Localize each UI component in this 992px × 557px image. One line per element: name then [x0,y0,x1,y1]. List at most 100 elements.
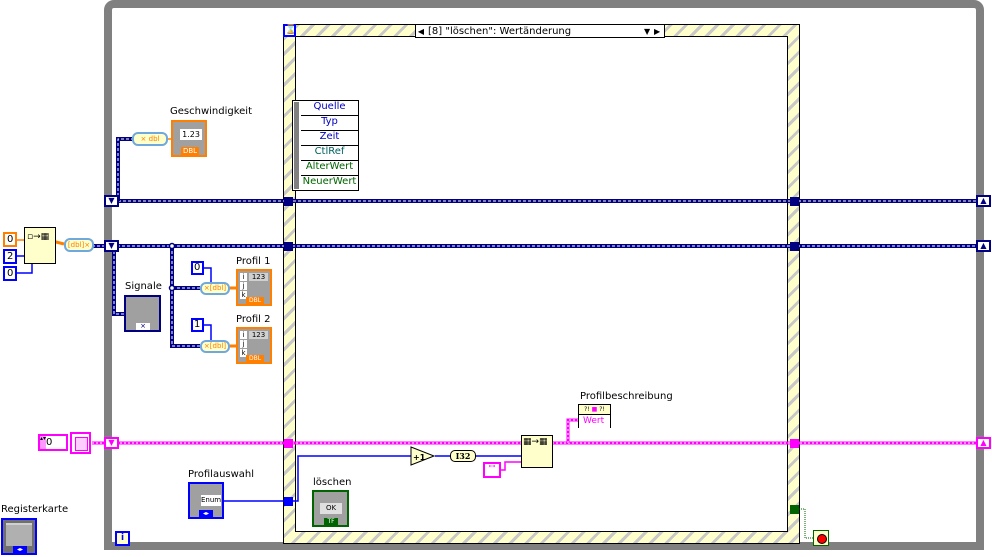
wire-to-signale[interactable] [112,246,126,316]
iteration-terminal: i [115,531,130,546]
to-i32-node[interactable]: I32 [450,450,476,462]
wire-index-1[interactable] [203,324,212,341]
shift-register-right-lower[interactable]: ▲ [976,240,991,252]
signale-indicator[interactable]: ⨯ [124,295,161,332]
loeschen-control[interactable]: OK TF [312,490,349,527]
tunnel-lower-right[interactable] [790,242,799,251]
case-dropdown-icon[interactable]: ▼ [644,26,651,36]
shift-register-left-string[interactable]: ▼ [104,437,119,449]
profilauswahl-enum-icon: ◂▸ [199,510,213,517]
initialize-array-icon: ▫→▦ [27,232,50,242]
property-node-wert[interactable]: Wert [579,415,610,428]
profil2-index-k: k [240,349,247,357]
profil2-index-j: j [240,340,247,348]
geschwindigkeit-display: 1.23 [180,129,202,140]
wire-to-profile-unbundles[interactable] [168,242,201,348]
tunnel-enum-left[interactable] [284,497,293,506]
const-dim-size-1[interactable]: 2 [3,249,17,264]
registerkarte-control[interactable]: ◂▸ [1,518,37,555]
index-const-profil2[interactable]: 1 [191,318,204,332]
wire-const-0b[interactable] [15,262,33,274]
while-loop-frame[interactable] [104,0,984,550]
replace-array-subset-node[interactable]: ▦→▦ [521,435,553,468]
index-const-profil1[interactable]: 0 [191,261,204,275]
event-field-alterwert[interactable]: AlterWert [301,161,358,176]
string-array-index-value: 0 [46,437,53,448]
const-init-value[interactable]: 0 [3,232,17,247]
loeschen-display: OK [320,503,342,514]
loeschen-label: löschen [313,477,352,488]
profil1-label: Profil 1 [236,256,271,267]
profil1-display: 123 [249,273,268,281]
event-data-node-handle [294,102,299,189]
wire-index-0[interactable] [203,267,212,283]
replace-array-icon: ▦→▦ [523,437,548,447]
shift-register-left-upper[interactable]: ▼ [104,195,119,207]
string-array-const[interactable] [70,432,91,454]
profil2-label: Profil 2 [236,314,271,325]
profilbeschreibung-label: Profilbeschreibung [580,391,673,402]
profil2-display: 123 [249,331,268,339]
profil2-indicator[interactable]: i j k 123 DBL [236,327,272,364]
profil2-index-i: i [240,331,247,339]
event-field-neuerwert[interactable]: NeuerWert [302,176,357,187]
string-array-element [75,437,88,451]
event-data-node[interactable]: Quelle Typ Zeit CtlRef AlterWert NeuerWe… [292,100,359,191]
profil2-type: DBL [246,355,264,362]
unbundle-geschwindigkeit[interactable]: ⨯ dbl [132,132,168,146]
profilauswahl-label: Profilauswahl [188,469,255,480]
loeschen-type: TF [324,518,338,525]
increment-node[interactable]: +1 [410,446,436,466]
event-field-quelle[interactable]: Quelle [301,101,358,116]
event-case-selector[interactable]: ◀ [8] "löschen": Wertänderung ▼ ▶ [415,24,665,38]
const-dim-size-2[interactable]: 0 [3,266,17,281]
registerkarte-tab-icon [6,523,32,546]
increment-label: +1 [413,453,426,462]
geschwindigkeit-indicator[interactable]: 1.23 DBL [171,120,207,157]
index-spinner-icon[interactable]: ▴▾ [40,436,46,449]
unbundle-index-profil1[interactable]: ⨯[dbl] [200,282,230,295]
tunnel-string-left[interactable] [284,439,293,448]
bundle-node[interactable]: [dbl]⨯ [64,238,94,252]
profilbeschreibung-property-node[interactable]: ?! ■ ?! Wert [578,404,611,428]
string-array-index-const[interactable]: ▴▾0 [38,434,68,451]
property-node-header: ?! ■ ?! [579,405,610,415]
profil1-index-i: i [240,273,247,281]
tunnel-upper-right[interactable] [790,197,799,206]
wire-to-geschwindigkeit-unbundle[interactable] [116,137,132,201]
event-field-typ[interactable]: Typ [301,116,358,131]
registerkarte-label: Registerkarte [1,504,69,515]
profil1-type: DBL [246,297,264,304]
signale-cluster-icon: ⨯ [136,323,150,330]
signale-label: Signale [125,281,162,292]
profilauswahl-control[interactable]: Enum ◂▸ [188,482,224,519]
unbundle-index-profil2[interactable]: ⨯[dbl] [200,340,230,353]
case-selector-label: [8] "löschen": Wertänderung [428,25,572,37]
profilauswahl-display: Enum [201,495,222,506]
event-field-ctlref[interactable]: CtlRef [301,146,358,161]
empty-string-const[interactable]: "" [483,462,501,478]
wire-stop-condition[interactable] [795,508,813,539]
tunnel-bool-right[interactable] [790,505,799,514]
tunnel-string-right[interactable] [790,439,799,448]
initialize-array-node[interactable]: ▫→▦ [24,227,56,264]
next-case-arrow-icon[interactable]: ▶ [654,26,661,36]
wire-to-increment[interactable] [291,455,412,502]
profil1-index-j: j [240,282,247,290]
tunnel-lower-left[interactable] [284,242,293,251]
geschwindigkeit-type: DBL [181,147,199,155]
shift-register-right-string[interactable]: ▲ [976,437,991,449]
registerkarte-enum-icon: ◂▸ [13,546,27,553]
shift-register-left-lower[interactable]: ▼ [104,240,119,252]
event-field-zeit[interactable]: Zeit [301,131,358,146]
shift-register-right-upper[interactable]: ▲ [976,195,991,207]
profil1-indicator[interactable]: i j k 123 DBL [236,269,272,306]
geschwindigkeit-label: Geschwindigkeit [170,106,253,117]
previous-case-arrow-icon[interactable]: ◀ [417,26,425,36]
stop-condition-terminal[interactable] [813,530,829,546]
timeout-hourglass-icon[interactable]: ⌛ [283,24,297,37]
stop-icon [817,534,827,544]
tunnel-upper-left[interactable] [284,197,293,206]
profil1-index-k: k [240,291,247,299]
